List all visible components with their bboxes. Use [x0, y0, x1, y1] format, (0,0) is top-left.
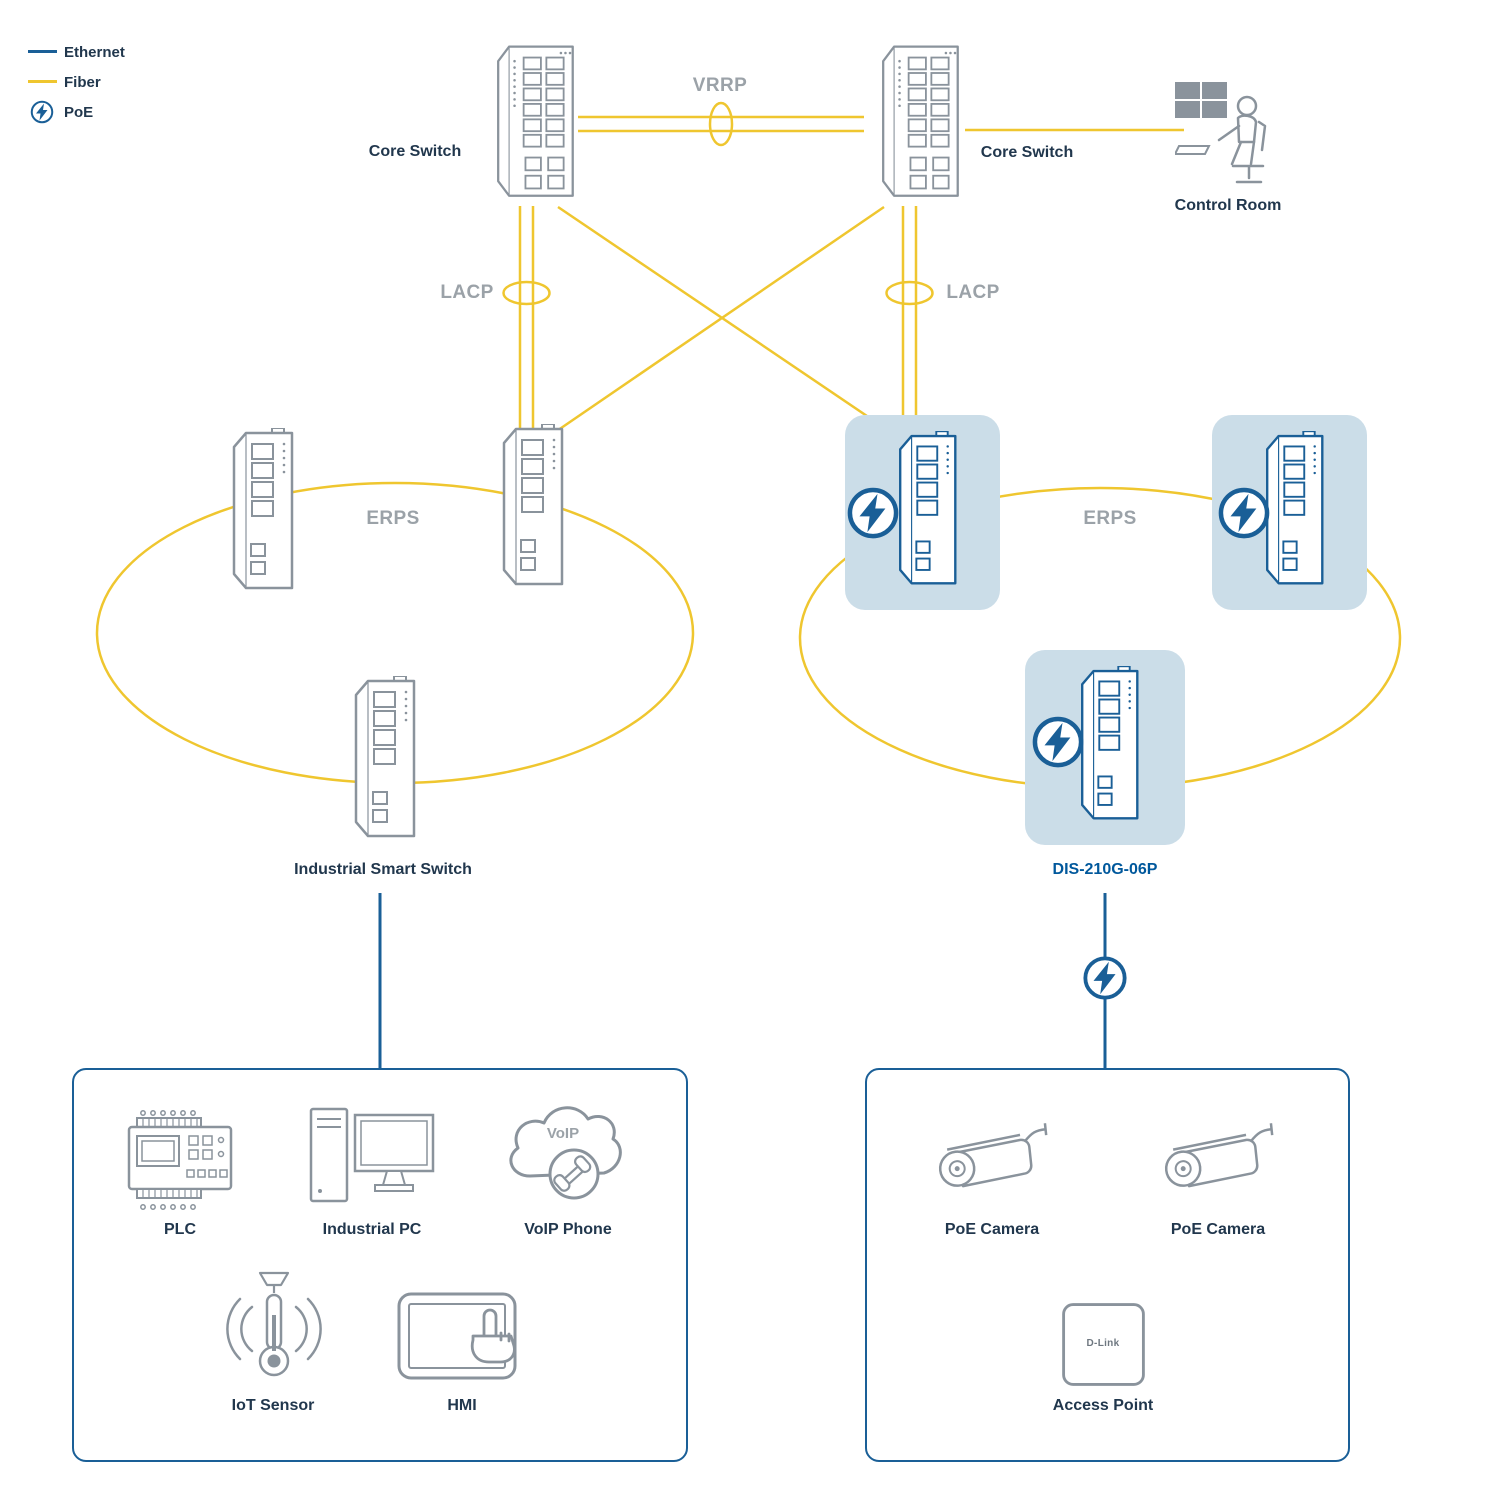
- legend-poe-label: PoE: [64, 104, 94, 121]
- poe-endpoints-box: [865, 1068, 1350, 1462]
- voip-cloud-text: VoIP: [546, 1125, 580, 1142]
- control-room-label: Control Room: [1174, 197, 1282, 214]
- lacp-right-label: LACP: [946, 282, 1000, 303]
- lacp-left-aggregation-ring: [502, 280, 551, 306]
- industrial-switch-left-ring-2-icon: [488, 424, 568, 594]
- poe-camera-1-label: PoE Camera: [944, 1221, 1040, 1238]
- core-switch-left-label: Core Switch: [368, 143, 462, 160]
- lacp-left-link: [518, 206, 535, 440]
- poe-badge-switch-2-icon: [1217, 486, 1271, 540]
- plc-icon: [125, 1108, 235, 1212]
- lacp-right-aggregation-ring: [885, 280, 934, 306]
- core-switch-right-icon: [865, 38, 965, 208]
- industrial-pc-label: Industrial PC: [322, 1221, 422, 1238]
- plc-label: PLC: [164, 1221, 196, 1238]
- core-switch-left-icon: [480, 38, 580, 208]
- voip-phone-label: VoIP Phone: [524, 1221, 612, 1238]
- cross-link-right-core: [547, 205, 885, 439]
- access-point-label: Access Point: [1052, 1397, 1154, 1414]
- poe-camera-2-icon: [1153, 1115, 1283, 1215]
- poe-camera-2-label: PoE Camera: [1170, 1221, 1266, 1238]
- lacp-left-label: LACP: [440, 282, 494, 303]
- legend-ethernet-label: Ethernet: [64, 44, 125, 61]
- poe-badge-switch-1-icon: [846, 486, 900, 540]
- iot-sensor-icon: [218, 1267, 328, 1397]
- lacp-right-link: [901, 206, 918, 432]
- vrrp-aggregation-ring: [708, 101, 734, 147]
- access-point-logo-text: D-Link: [1086, 1338, 1120, 1349]
- poe-badge-endpoint-link-icon: [1082, 955, 1128, 1001]
- vrrp-label: VRRP: [692, 75, 748, 96]
- vrrp-link: [578, 115, 864, 133]
- poe-switch-model-label: DIS-210G-06P: [1052, 861, 1158, 878]
- poe-camera-1-icon: [927, 1115, 1057, 1215]
- legend-ethernet-line-swatch: [28, 50, 57, 53]
- ethernet-links: [378, 893, 1107, 1068]
- control-room-icon: [1175, 78, 1285, 190]
- erps-left-label: ERPS: [366, 508, 420, 529]
- industrial-smart-switch-icon: [340, 676, 420, 846]
- legend-poe-icon: [30, 100, 54, 124]
- industrial-switch-left-ring-1-icon: [218, 428, 298, 598]
- industrial-smart-switch-label: Industrial Smart Switch: [294, 861, 472, 878]
- hmi-icon: [397, 1288, 527, 1392]
- legend-fiber-label: Fiber: [64, 74, 101, 91]
- legend-fiber-line-swatch: [28, 80, 57, 83]
- industrial-pc-icon: [307, 1107, 437, 1217]
- core-switch-right-label: Core Switch: [980, 144, 1074, 161]
- erps-right-label: ERPS: [1083, 508, 1137, 529]
- poe-badge-switch-3-icon: [1031, 715, 1085, 769]
- hmi-label: HMI: [447, 1397, 477, 1414]
- cross-link-left-core: [557, 205, 899, 439]
- iot-sensor-label: IoT Sensor: [231, 1397, 315, 1414]
- voip-phone-icon: [500, 1094, 630, 1210]
